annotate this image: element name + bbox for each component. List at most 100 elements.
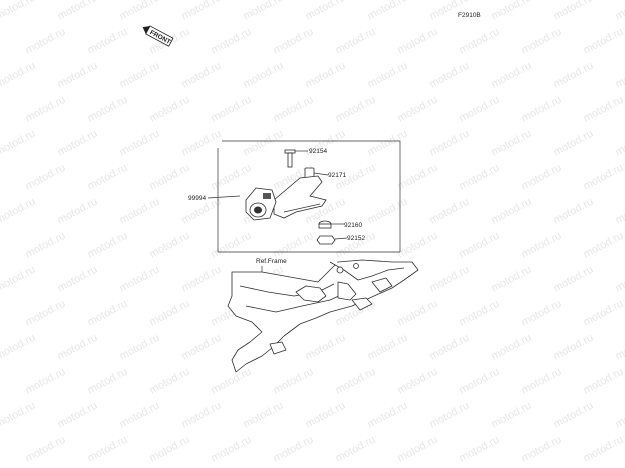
watermark-text: motod.ru bbox=[457, 230, 501, 261]
watermark-text: motod.ru bbox=[581, 434, 625, 465]
watermark-text: motod.ru bbox=[427, 400, 471, 431]
watermark-text: motod.ru bbox=[241, 60, 285, 91]
watermark-text: motod.ru bbox=[23, 366, 67, 397]
watermark-text: motod.ru bbox=[85, 94, 129, 125]
watermark-text: motod.ru bbox=[179, 0, 223, 23]
watermark-text: motod.ru bbox=[0, 196, 37, 227]
watermark-text: motod.ru bbox=[23, 94, 67, 125]
watermark-text: motod.ru bbox=[489, 400, 533, 431]
watermark-text: motod.ru bbox=[147, 366, 191, 397]
watermark-text: motod.ru bbox=[489, 60, 533, 91]
watermark-text: motod.ru bbox=[147, 162, 191, 193]
watermark-text: motod.ru bbox=[489, 196, 533, 227]
watermark-text: motod.ru bbox=[117, 332, 161, 363]
watermark-text: motod.ru bbox=[457, 162, 501, 193]
watermark-text: motod.ru bbox=[117, 0, 161, 23]
watermark-text: motod.ru bbox=[519, 298, 563, 329]
watermark-text: motod.ru bbox=[209, 230, 253, 261]
watermark-text: motod.ru bbox=[85, 434, 129, 465]
watermark-text: motod.ru bbox=[489, 128, 533, 159]
watermark-text: motod.ru bbox=[179, 264, 223, 295]
switch-connector bbox=[263, 193, 271, 199]
watermark-text: motod.ru bbox=[0, 60, 37, 91]
watermark-text: motod.ru bbox=[457, 298, 501, 329]
nut-part bbox=[316, 235, 336, 245]
watermark-text: motod.ru bbox=[333, 434, 377, 465]
watermark-text: motod.ru bbox=[613, 264, 625, 295]
frame-bracket-rear bbox=[371, 277, 393, 293]
watermark-text: motod.ru bbox=[613, 400, 625, 431]
watermark-text: motod.ru bbox=[489, 264, 533, 295]
part-label-nut: 92152 bbox=[347, 235, 365, 242]
watermark-text: motod.ru bbox=[581, 230, 625, 261]
watermark-text: motod.ru bbox=[581, 162, 625, 193]
watermark-text: motod.ru bbox=[489, 332, 533, 363]
watermark-text: motod.ru bbox=[613, 128, 625, 159]
watermark-text: motod.ru bbox=[55, 0, 99, 23]
watermark-text: motod.ru bbox=[457, 366, 501, 397]
watermark-text: motod.ru bbox=[581, 298, 625, 329]
watermark-text: motod.ru bbox=[551, 264, 595, 295]
watermark-text: motod.ru bbox=[365, 332, 409, 363]
watermark-text: motod.ru bbox=[365, 0, 409, 23]
reference-frame-label: Ref.Frame bbox=[256, 258, 287, 265]
watermark-text: motod.ru bbox=[209, 434, 253, 465]
watermark-text: motod.ru bbox=[519, 434, 563, 465]
bolt-shank bbox=[287, 152, 293, 168]
watermark-text: motod.ru bbox=[427, 264, 471, 295]
frame-bolt-hole bbox=[336, 266, 344, 274]
watermark-text: motod.ru bbox=[117, 264, 161, 295]
watermark-text: motod.ru bbox=[519, 26, 563, 57]
watermark-text: motod.ru bbox=[303, 60, 347, 91]
watermark-text: motod.ru bbox=[551, 0, 595, 23]
watermark-text: motod.ru bbox=[365, 128, 409, 159]
watermark-text: motod.ru bbox=[147, 230, 191, 261]
watermark-text: motod.ru bbox=[241, 128, 285, 159]
watermark-text: motod.ru bbox=[117, 400, 161, 431]
watermark-text: motod.ru bbox=[551, 128, 595, 159]
watermark-text: motod.ru bbox=[55, 264, 99, 295]
watermark-text: motod.ru bbox=[519, 162, 563, 193]
watermark-text: motod.ru bbox=[271, 94, 315, 125]
watermark-text: motod.ru bbox=[613, 0, 625, 23]
collar-side bbox=[318, 223, 332, 229]
watermark-text: motod.ru bbox=[241, 0, 285, 23]
watermark-text: motod.ru bbox=[581, 366, 625, 397]
watermark-text: motod.ru bbox=[179, 332, 223, 363]
watermark-text: motod.ru bbox=[333, 26, 377, 57]
watermark-text: motod.ru bbox=[519, 94, 563, 125]
front-arrow-icon bbox=[142, 26, 150, 34]
watermark-text: motod.ru bbox=[613, 332, 625, 363]
watermark-text: motod.ru bbox=[147, 94, 191, 125]
watermark-text: motod.ru bbox=[551, 196, 595, 227]
watermark-text: motod.ru bbox=[395, 298, 439, 329]
watermark-text: motod.ru bbox=[0, 128, 37, 159]
watermark-text: motod.ru bbox=[303, 332, 347, 363]
watermark-text: motod.ru bbox=[241, 400, 285, 431]
mounting-bracket bbox=[273, 175, 327, 219]
watermark-text: motod.ru bbox=[333, 366, 377, 397]
watermark-text: motod.ru bbox=[209, 26, 253, 57]
watermark-text: motod.ru bbox=[117, 128, 161, 159]
watermark-text: motod.ru bbox=[179, 128, 223, 159]
bracket-plate bbox=[273, 175, 327, 219]
leader-kit bbox=[207, 195, 241, 199]
watermark-text: motod.ru bbox=[23, 26, 67, 57]
watermark-text: motod.ru bbox=[179, 60, 223, 91]
watermark-text: motod.ru bbox=[85, 366, 129, 397]
figure-code: F2910B bbox=[458, 12, 481, 19]
watermark-text: motod.ru bbox=[147, 434, 191, 465]
parts-group-bracket-lower bbox=[217, 148, 400, 253]
watermark-text: motod.ru bbox=[85, 162, 129, 193]
watermark-text: motod.ru bbox=[85, 230, 129, 261]
nut-body bbox=[316, 235, 336, 245]
watermark-text: motod.ru bbox=[303, 0, 347, 23]
watermark-text: motod.ru bbox=[271, 26, 315, 57]
part-label-bolt: 92154 bbox=[309, 148, 327, 155]
part-label-collar: 92160 bbox=[344, 222, 362, 229]
watermark-text: motod.ru bbox=[551, 60, 595, 91]
watermark-text: motod.ru bbox=[427, 196, 471, 227]
watermark-text: motod.ru bbox=[0, 264, 37, 295]
